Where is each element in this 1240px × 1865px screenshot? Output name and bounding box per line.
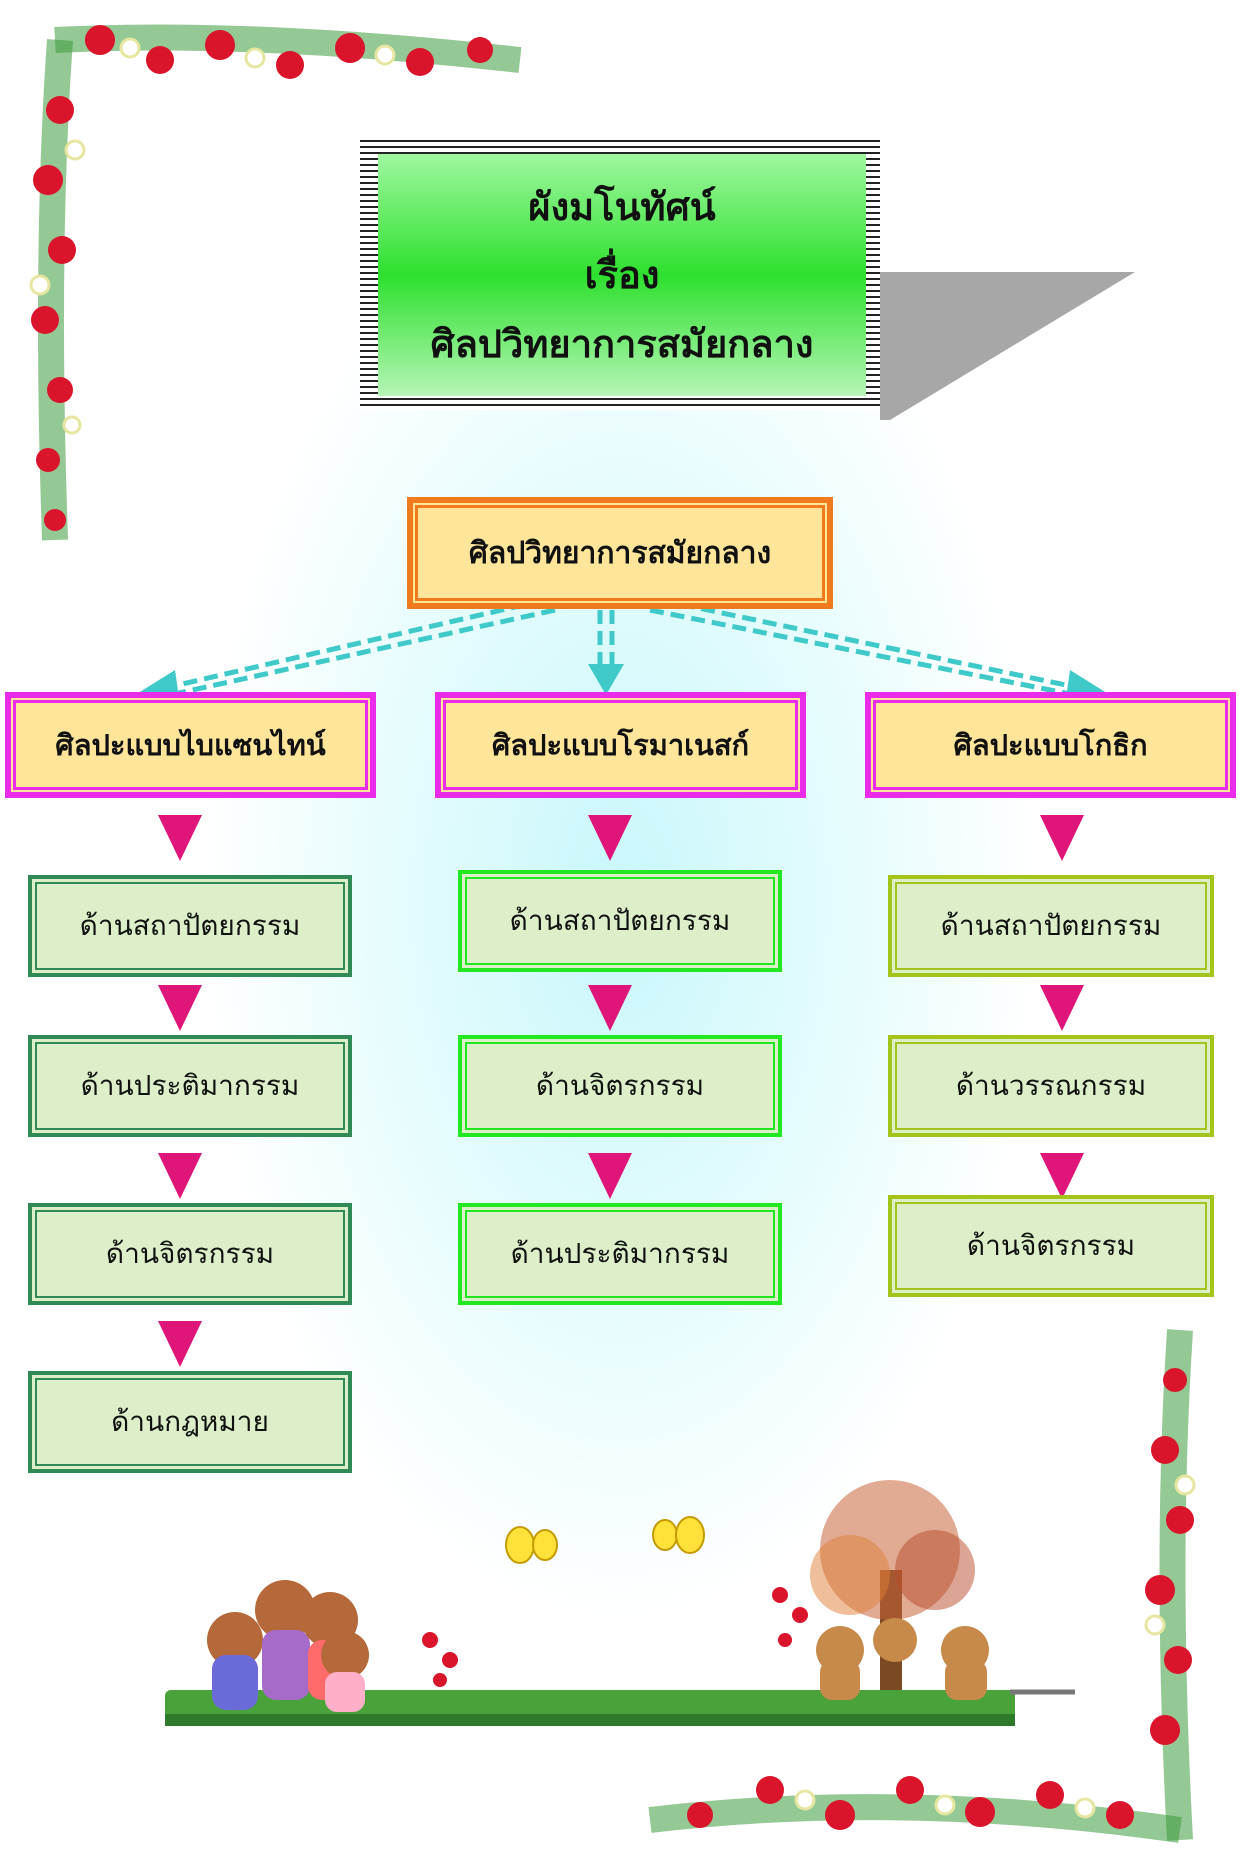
col3-item-painting: ด้านจิตรกรรม xyxy=(888,1195,1214,1297)
col1-item-sculpture: ด้านประติมากรรม xyxy=(28,1035,352,1137)
item-label: ด้านจิตรกรรม xyxy=(966,1229,1136,1262)
title-line-1: ผังมโนทัศน์ xyxy=(528,183,716,229)
butterfly-icon xyxy=(505,1516,705,1564)
category-label: ศิลปะแบบไบแซนไทน์ xyxy=(55,728,326,762)
arrow-down-icon xyxy=(158,815,202,861)
arrow-down-icon xyxy=(158,1321,202,1367)
strawberry-vine-top-left xyxy=(29,24,522,541)
teddy-bears-icon xyxy=(207,1580,369,1712)
root-label: ศิลปวิทยาการสมัยกลาง xyxy=(468,535,772,571)
arrow-down-icon xyxy=(588,1153,632,1199)
category-romanesque: ศิลปะแบบโรมาเนสก์ xyxy=(435,692,806,798)
col2-item-painting: ด้านจิตรกรรม xyxy=(458,1035,782,1137)
category-byzantine: ศิลปะแบบไบแซนไทน์ xyxy=(5,692,376,798)
arrow-down-icon xyxy=(1040,815,1084,861)
item-label: ด้านประติมากรรม xyxy=(80,1069,300,1102)
category-label: ศิลปะแบบโรมาเนสก์ xyxy=(491,728,750,762)
col1-item-law: ด้านกฎหมาย xyxy=(28,1371,352,1473)
item-label: ด้านวรรณกรรม xyxy=(955,1069,1147,1102)
col3-item-architecture: ด้านสถาปัตยกรรม xyxy=(888,875,1214,977)
item-label: ด้านสถาปัตยกรรม xyxy=(940,909,1162,942)
title-panel: ผังมโนทัศน์ เรื่อง ศิลปวิทยาการสมัยกลาง xyxy=(378,154,866,396)
col1-item-architecture: ด้านสถาปัตยกรรม xyxy=(28,875,352,977)
title-line-2: เรื่อง xyxy=(584,252,660,298)
col2-item-sculpture: ด้านประติมากรรม xyxy=(458,1203,782,1305)
title-shadow xyxy=(880,272,1135,420)
arrow-down-icon xyxy=(1040,985,1084,1031)
item-label: ด้านสถาปัตยกรรม xyxy=(79,909,301,942)
item-label: ด้านกฎหมาย xyxy=(111,1405,269,1438)
col1-item-painting: ด้านจิตรกรรม xyxy=(28,1203,352,1305)
title-line-3: ศิลปวิทยาการสมัยกลาง xyxy=(430,321,814,367)
col2-item-architecture: ด้านสถาปัตยกรรม xyxy=(458,870,782,972)
root-node: ศิลปวิทยาการสมัยกลาง xyxy=(407,497,833,609)
arrow-down-icon xyxy=(588,985,632,1031)
garden-scene xyxy=(165,1480,1075,1726)
arrow-down-icon xyxy=(158,985,202,1031)
item-label: ด้านจิตรกรรม xyxy=(105,1237,275,1270)
item-label: ด้านจิตรกรรม xyxy=(535,1069,705,1102)
title-banner: ผังมโนทัศน์ เรื่อง ศิลปวิทยาการสมัยกลาง xyxy=(360,140,880,410)
arrow-down-icon xyxy=(588,815,632,861)
item-label: ด้านประติมากรรม xyxy=(510,1237,730,1270)
arrow-down-icon xyxy=(158,1153,202,1199)
item-label: ด้านสถาปัตยกรรม xyxy=(509,904,731,937)
autumn-tree xyxy=(810,1480,975,1690)
category-label: ศิลปะแบบโกธิก xyxy=(953,728,1148,762)
col3-item-literature: ด้านวรรณกรรม xyxy=(888,1035,1214,1137)
dashed-connectors xyxy=(164,597,1081,698)
arrow-down-icon xyxy=(1040,1153,1084,1199)
strawberry-vine-bottom-right xyxy=(648,1329,1196,1843)
category-gothic: ศิลปะแบบโกธิก xyxy=(865,692,1236,798)
